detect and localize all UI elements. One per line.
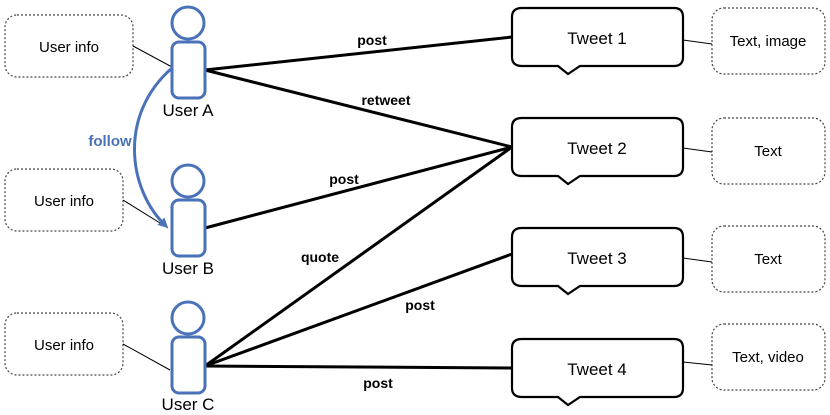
tweet-label: Tweet 2 xyxy=(567,139,627,158)
tweet-1-content: Text, image xyxy=(711,7,826,75)
person-icon xyxy=(170,163,207,258)
tweet-3-content: Text xyxy=(711,225,826,293)
tweet-1-node: Tweet 1 xyxy=(510,6,685,76)
follow-arrow xyxy=(133,66,173,229)
tweet-4-content-connector xyxy=(682,361,713,366)
edge-c-tweet3 xyxy=(204,252,513,368)
edge-label-post: post xyxy=(329,171,359,187)
user-label: User C xyxy=(162,395,215,414)
edge-label-quote: quote xyxy=(301,249,339,265)
edge-b-tweet2 xyxy=(204,145,513,230)
user-c-node: User C xyxy=(162,300,215,414)
user-info-box xyxy=(4,312,124,376)
user-c-info: User info xyxy=(4,312,124,376)
person-icon xyxy=(170,5,207,100)
edge-label-post: post xyxy=(357,32,387,48)
user-c-info-connector xyxy=(122,343,171,371)
user-a-info-connector xyxy=(132,45,173,68)
user-label: User A xyxy=(162,101,214,120)
tweet-bubble xyxy=(510,337,685,407)
tweet-bubble xyxy=(510,6,685,76)
tweet-2-node: Tweet 2 xyxy=(510,116,685,186)
tweet-content-label: Text, image xyxy=(730,33,807,50)
tweet-1-content-connector xyxy=(682,39,713,45)
edge-a-tweet1 xyxy=(204,35,513,72)
tweet-2-content: Text xyxy=(711,117,826,185)
tweet-bubble xyxy=(510,226,685,296)
edge-label-follow: follow xyxy=(88,133,132,150)
tweet-content-label: Text, video xyxy=(732,349,804,366)
edge-label-retweet: retweet xyxy=(361,92,410,108)
tweet-content-label: Text xyxy=(754,251,782,268)
tweet-content-label: Text xyxy=(754,143,782,160)
user-info-label: User info xyxy=(39,39,99,56)
edge-label-post: post xyxy=(405,297,435,313)
tweet-4-content: Text, video xyxy=(711,323,826,391)
tweet-3-content-connector xyxy=(682,257,713,263)
tweet-content-box xyxy=(711,225,826,293)
user-info-label: User info xyxy=(34,337,94,354)
edge-label-post: post xyxy=(363,375,393,391)
tweet-content-box xyxy=(711,323,826,391)
tweet-3-node: Tweet 3 xyxy=(510,226,685,296)
tweet-label: Tweet 3 xyxy=(567,249,627,268)
tweet-label: Tweet 1 xyxy=(567,29,627,48)
tweet-4-node: Tweet 4 xyxy=(510,337,685,407)
edge-c-tweet2 xyxy=(204,145,513,368)
tweet-label: Tweet 4 xyxy=(567,360,627,379)
user-b-node: User B xyxy=(162,163,214,278)
tweet-2-content-connector xyxy=(682,147,713,153)
tweet-content-box xyxy=(711,117,826,185)
user-info-label: User info xyxy=(34,193,94,210)
user-b-info-connector xyxy=(122,199,169,229)
person-icon xyxy=(170,300,207,395)
tweet-content-box xyxy=(711,7,826,75)
user-b-info: User info xyxy=(4,168,124,232)
user-label: User B xyxy=(162,259,214,278)
edge-c-tweet4 xyxy=(204,364,513,370)
edge-a-tweet2 xyxy=(204,68,513,149)
user-info-box xyxy=(4,168,124,232)
tweet-bubble xyxy=(510,116,685,186)
user-a-info: User info xyxy=(4,14,134,78)
user-a-node: User A xyxy=(162,5,214,120)
